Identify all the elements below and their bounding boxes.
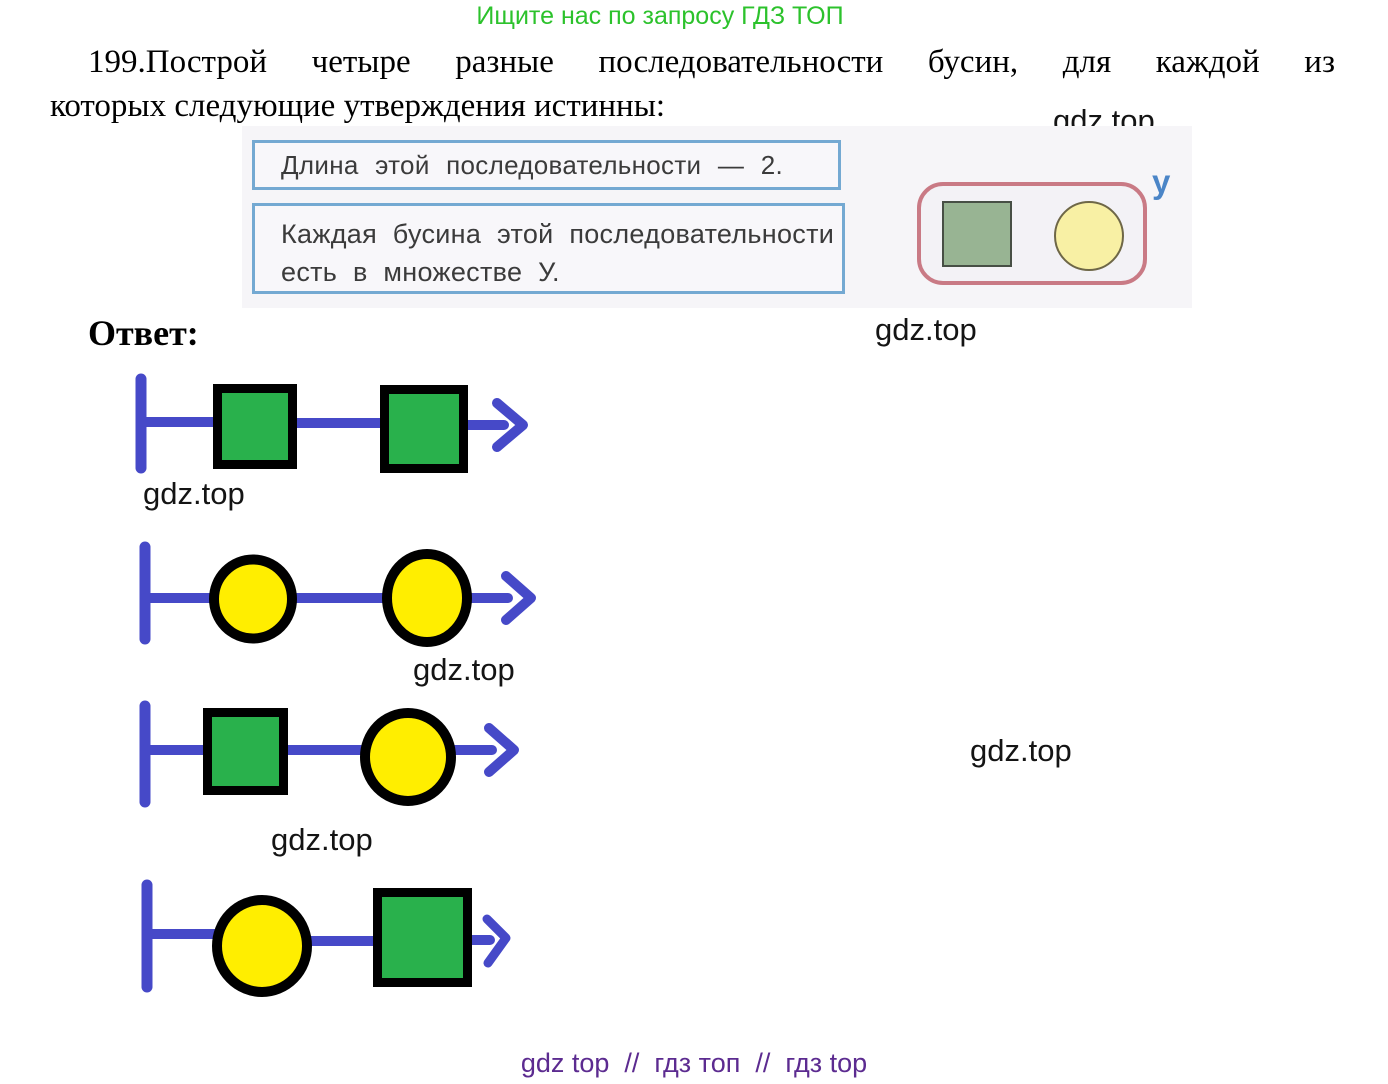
yellow-circle-bead [360,708,456,806]
set-green-square [942,201,1012,267]
statement-membership-line-2: есть в множестве У. [281,257,560,287]
footer-notice: gdz top // гдз топ // гдз top [520,1048,868,1078]
arrow-head-icon [501,571,536,625]
arrow-head-icon [492,398,528,452]
watermark-gdz-top: gdz.top [143,476,245,511]
arrow-head-icon [482,914,511,968]
bead-sequence-1 [135,373,528,474]
green-square-bead [203,708,288,795]
yellow-circle-bead [212,895,312,997]
bead-sequence-3 [139,700,519,808]
problem-text-line-1: 199.Построй четыре разные последовательн… [88,44,1335,80]
header-notice: Ищите нас по запросу ГДЗ ТОП [476,2,844,30]
yellow-circle-bead [209,554,297,644]
statement-membership-line-1: Каждая бусина этой последовательности [281,219,835,249]
watermark-gdz-top: gdz.top [413,652,515,687]
set-yellow-circle [1054,201,1124,271]
watermark-gdz-top: gdz.top [970,733,1072,768]
bead-sequence-4 [141,879,511,997]
watermark-gdz-top: gdz.top [271,822,373,857]
answer-label: Ответ: [88,313,199,353]
watermark-gdz-top: gdz.top [875,312,977,347]
yellow-circle-bead [382,549,472,647]
set-y-label: у [1152,163,1171,200]
arrow-head-icon [484,723,519,777]
bead-sequence-2 [139,541,536,647]
statement-box-membership: Каждая бусина этой последовательности ес… [252,203,845,294]
statement-length-text: Длина этой последовательности — 2. [281,149,784,180]
set-y-box [917,182,1147,285]
statement-box-length: Длина этой последовательности — 2. [252,140,841,190]
green-square-bead [380,385,468,473]
problem-text-line-2: которых следующие утверждения истинны: [50,88,666,124]
green-square-bead [213,384,297,469]
green-square-bead [373,888,472,987]
